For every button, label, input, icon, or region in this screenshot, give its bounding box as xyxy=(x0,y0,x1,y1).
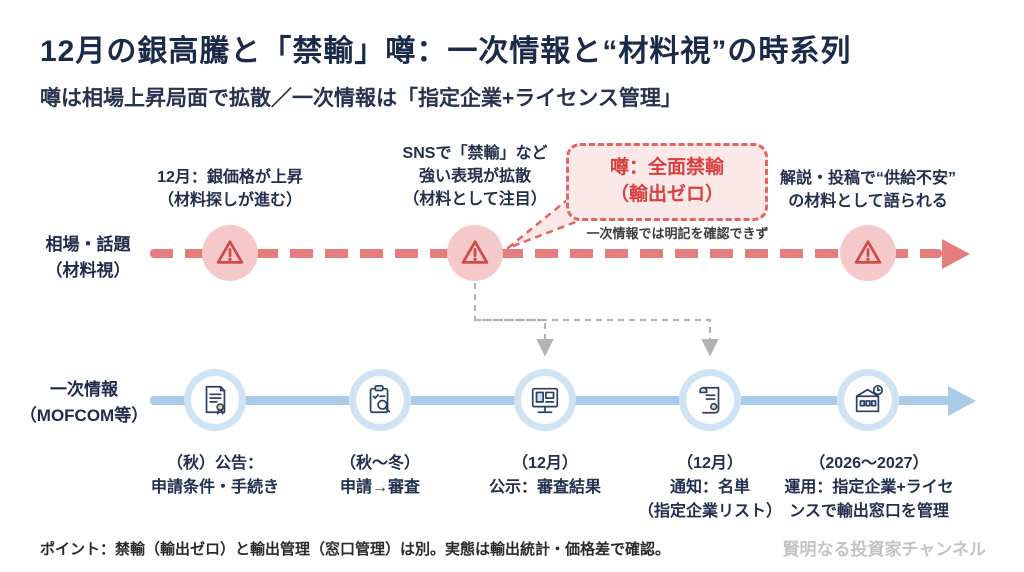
rumor-bubble-text: 噂：全面禁輸 （輸出ゼロ） xyxy=(609,157,724,205)
rumor-timeline-arrowhead xyxy=(942,239,970,269)
primary-event-2-text: （秋〜冬） 申請→審査 xyxy=(339,455,420,496)
rumor-timeline-line xyxy=(150,249,942,258)
icon-disc xyxy=(686,376,734,424)
rumor-track-label: 相場・話題 （材料視） xyxy=(45,235,131,280)
clipboard-review-icon xyxy=(369,384,391,414)
footer-note: ポイント：禁輸（輸出ゼロ）と輸出管理（窓口管理）は別。実態は輸出統計・価格差で確… xyxy=(40,541,671,558)
notice-board-icon xyxy=(531,387,559,414)
rumor-marker-1 xyxy=(202,225,258,281)
building-clock-icon xyxy=(855,384,884,413)
primary-step-3-marker xyxy=(514,369,576,431)
rumor-event-3-text: 解説・投稿で“供給不安” の材料として語られる xyxy=(779,170,956,211)
certificate-icon xyxy=(205,385,226,415)
primary-step-2-marker xyxy=(349,369,411,431)
primary-timeline-arrowhead xyxy=(948,386,976,416)
rumor-marker-3 xyxy=(840,225,896,281)
primary-step-4-marker xyxy=(679,369,741,431)
scroll-seal-icon xyxy=(699,386,720,414)
primary-event-1-text: （秋）公告： 申請条件・手続き xyxy=(150,455,279,496)
primary-step-5-marker xyxy=(837,369,899,431)
icon-disc xyxy=(844,376,892,424)
rumor-event-1-text: 12月：銀価格が上昇 （材料探しが進む） xyxy=(157,169,303,210)
rumor-event-2-text: SNSで「禁輸」など 強い表現が拡散 （材料として注目） xyxy=(402,145,548,209)
primary-track-label: 一次情報 （MOFCOM等） xyxy=(19,380,149,425)
primary-event-5-text: （2026〜2027） 運用：指定企業+ライセ ンスで輸出窓口を管理 xyxy=(784,455,954,520)
icon-disc xyxy=(521,376,569,424)
primary-step-1-marker xyxy=(184,369,246,431)
rumor-bubble-note: 一次情報では明記を確認できず xyxy=(586,226,769,241)
warning-icon xyxy=(216,240,244,264)
watermark: 賢明なる投資家チャンネル xyxy=(782,540,987,559)
page-subtitle: 噂は相場上昇局面で拡散／一次情報は「指定企業+ライセンス管理」 xyxy=(40,87,682,110)
rumor-bubble: 噂：全面禁輸 （輸出ゼロ） xyxy=(566,143,768,221)
rumor-marker-2 xyxy=(447,225,503,281)
primary-event-3-text: （12月） 公示：審査結果 xyxy=(488,455,601,496)
warning-icon xyxy=(854,240,882,264)
page-title: 12月の銀高騰と「禁輸」噂：一次情報と“材料視”の時系列 xyxy=(40,35,852,68)
icon-disc xyxy=(356,376,404,424)
primary-event-4-text: （12月） 通知：名単 （指定企業リスト） xyxy=(637,455,782,520)
warning-icon xyxy=(461,240,489,264)
connector-arrows xyxy=(473,283,719,357)
icon-disc xyxy=(191,376,239,424)
